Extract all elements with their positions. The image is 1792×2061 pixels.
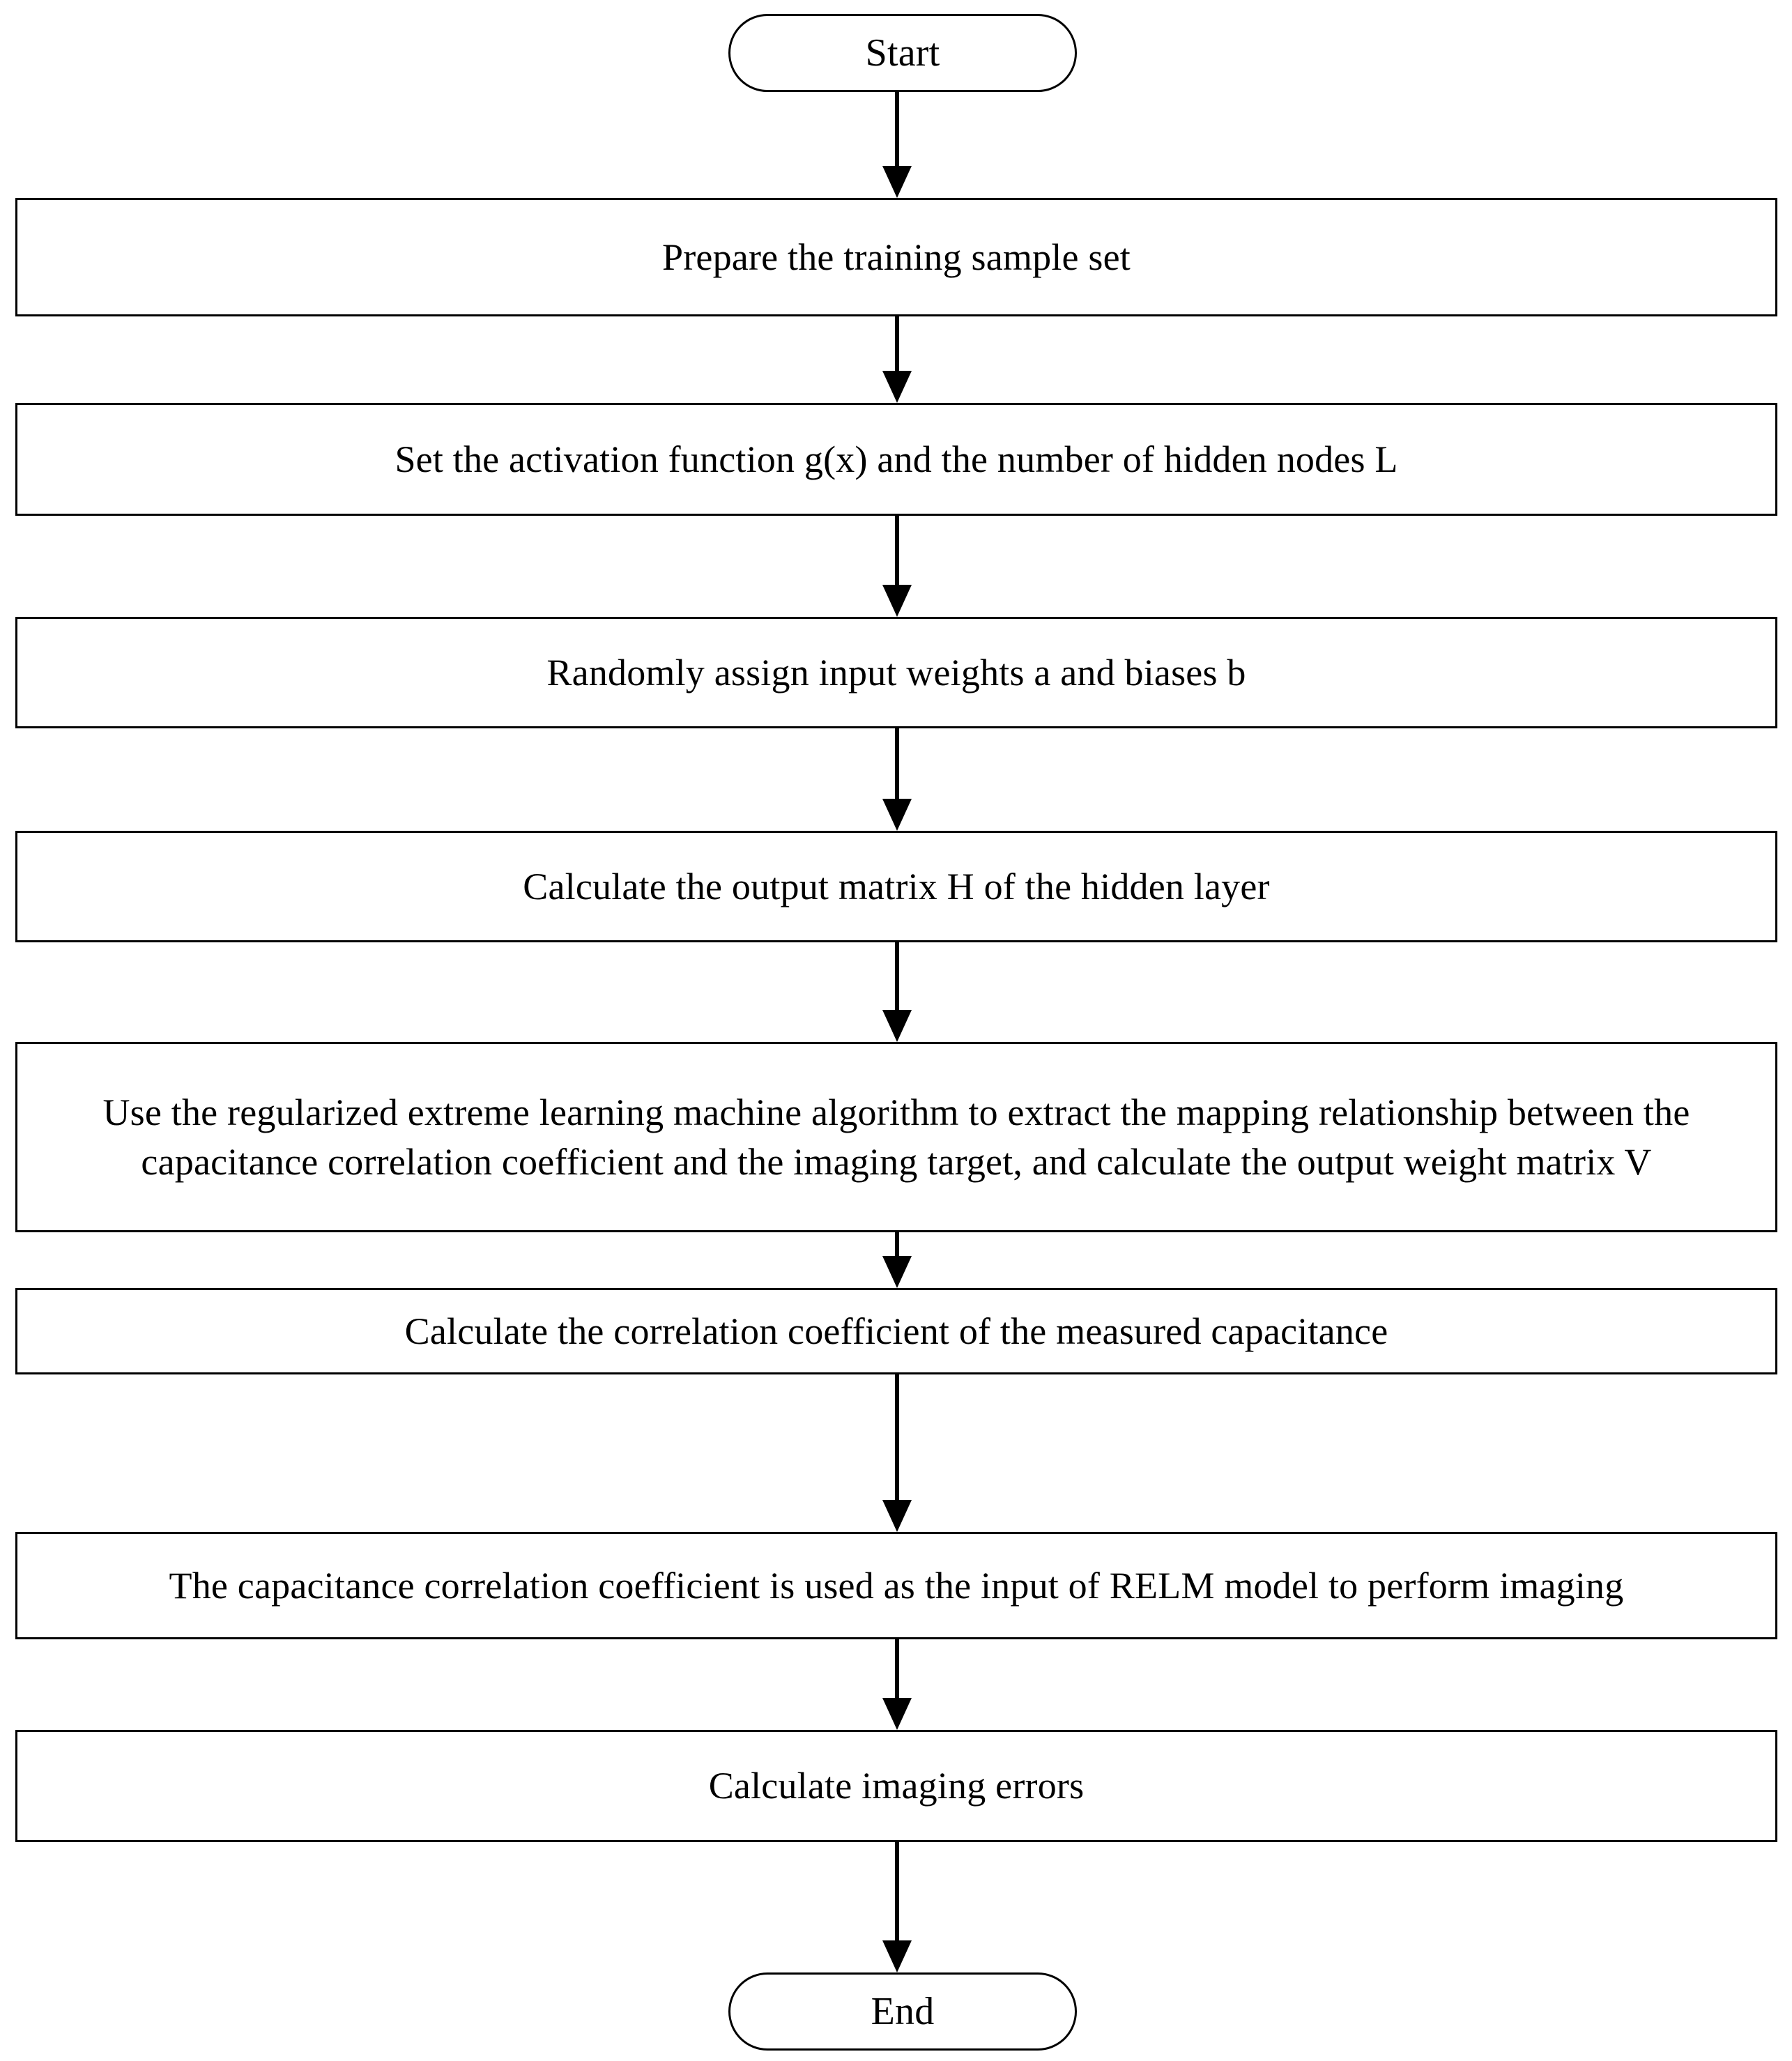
node-step3-label: Randomly assign input weights a and bias…: [546, 651, 1246, 694]
node-end-label: End: [871, 1989, 935, 2033]
node-calculate-hidden-layer-output-matrix[interactable]: Calculate the output matrix H of the hid…: [15, 831, 1777, 942]
node-step2-label: Set the activation function g(x) and the…: [395, 438, 1398, 480]
node-step1-label: Prepare the training sample set: [662, 236, 1131, 278]
node-step8-label: Calculate imaging errors: [708, 1765, 1085, 1807]
node-step5-label: Use the regularized extreme learning mac…: [102, 1091, 1690, 1183]
node-start[interactable]: Start: [728, 14, 1077, 92]
connector-shaft: [895, 1842, 899, 1940]
connector-arrowhead: [882, 1500, 912, 1532]
node-randomly-assign-weights-biases[interactable]: Randomly assign input weights a and bias…: [15, 617, 1777, 728]
connector-shaft: [895, 1639, 899, 1698]
node-calculate-imaging-errors[interactable]: Calculate imaging errors: [15, 1730, 1777, 1842]
connector-shaft: [895, 942, 899, 1010]
node-calculate-measured-capacitance-correlation[interactable]: Calculate the correlation coefficient of…: [15, 1288, 1777, 1374]
node-step6-label: Calculate the correlation coefficient of…: [404, 1310, 1388, 1352]
connector-arrowhead: [882, 1940, 912, 1972]
connector-shaft: [895, 316, 899, 371]
connector-shaft: [895, 1232, 899, 1256]
connector-arrowhead: [882, 1010, 912, 1042]
connector-shaft: [895, 92, 899, 166]
connector-arrowhead: [882, 799, 912, 831]
node-step7-label: The capacitance correlation coefficient …: [169, 1564, 1624, 1607]
connector-shaft: [895, 728, 899, 799]
node-relm-input-perform-imaging[interactable]: The capacitance correlation coefficient …: [15, 1532, 1777, 1639]
node-step4-label: Calculate the output matrix H of the hid…: [523, 865, 1270, 907]
connector-arrowhead: [882, 1698, 912, 1730]
connector-shaft: [895, 516, 899, 585]
node-regularized-elm-mapping[interactable]: Use the regularized extreme learning mac…: [15, 1042, 1777, 1232]
node-start-label: Start: [865, 31, 940, 75]
node-end[interactable]: End: [728, 1972, 1077, 2051]
connector-arrowhead: [882, 166, 912, 198]
node-prepare-training-sample-set[interactable]: Prepare the training sample set: [15, 198, 1777, 316]
connector-arrowhead: [882, 371, 912, 403]
connector-arrowhead: [882, 1256, 912, 1288]
node-set-activation-function[interactable]: Set the activation function g(x) and the…: [15, 403, 1777, 516]
connector-shaft: [895, 1374, 899, 1500]
connector-arrowhead: [882, 585, 912, 617]
